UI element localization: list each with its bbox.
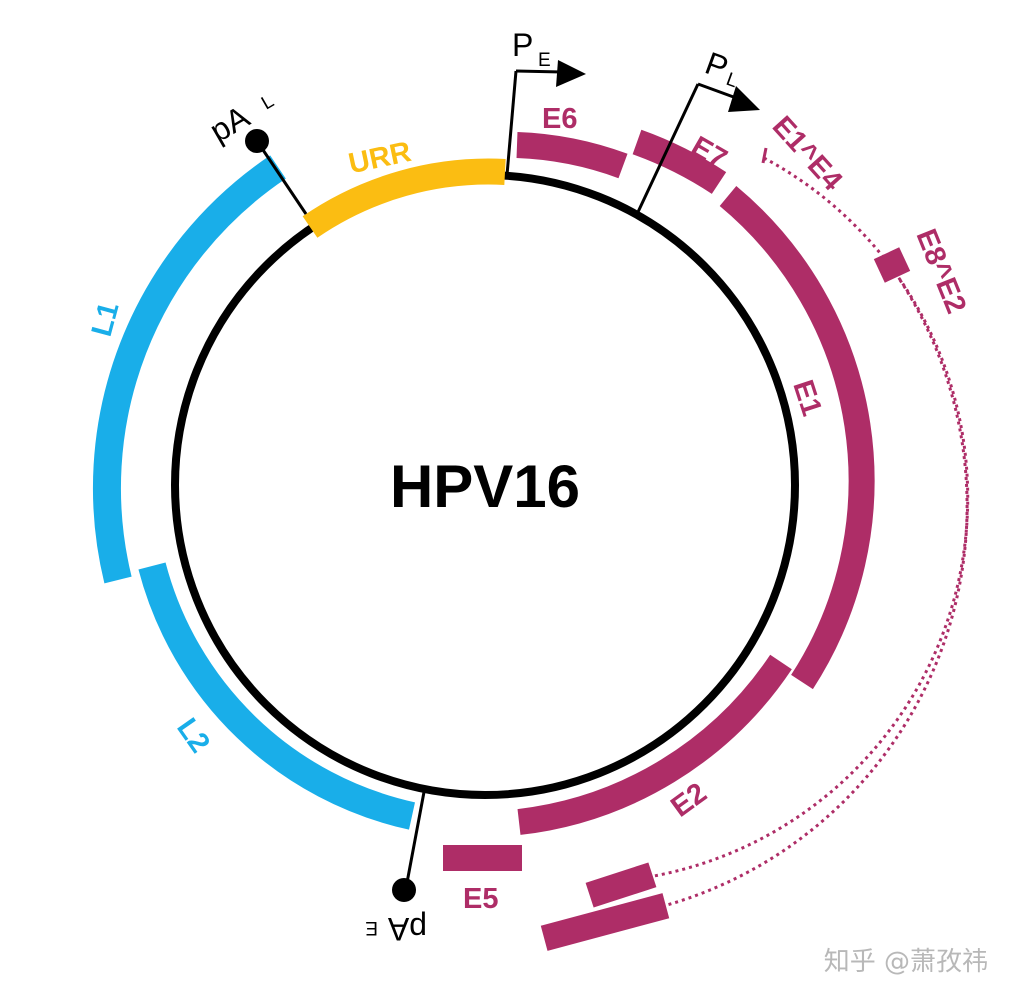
early-promoter-arrowhead [556,60,586,87]
e5-label: E5 [463,883,498,915]
e8e2-label: E8^E2 [910,225,973,318]
early-promoter-letter: P [512,27,533,63]
e1e4-leader-mark [761,147,768,164]
early-polya-main: pA [387,911,427,947]
e8e2-exon-end [540,893,670,951]
e1-label: E1 [786,376,827,420]
e6-label: E6 [542,103,577,135]
early-polya-dot [392,878,416,902]
e2-label: E2 [665,777,713,824]
genome-title: HPV16 [390,453,580,520]
l2-segment [138,562,416,830]
e7-segment [632,129,727,194]
e2-segment [517,654,792,835]
e1e4-intron-dotted [653,156,970,878]
e6-segment [516,132,628,179]
early-polya-site: pA E [365,791,427,947]
e5-segment [443,845,522,871]
l1-label: L1 [86,299,126,340]
late-promoter-arrowhead [728,86,760,112]
e8e2-exon-start [873,247,911,283]
l2-label: L2 [170,713,216,759]
e1e4-exon [585,862,657,908]
late-promoter: P L [636,45,760,213]
early-promoter-sub: E [538,50,551,71]
e1-segment [719,186,875,690]
late-polya-sub: L [258,91,278,114]
l1-segment [92,155,286,584]
late-polya-dot [245,129,269,153]
urr-segment [302,158,506,238]
early-polya-sub: E [365,917,378,938]
watermark: 知乎 @萧孜祎 [823,947,988,977]
e8e2-intron-dotted [666,279,969,907]
early-promoter: P E [505,27,586,176]
